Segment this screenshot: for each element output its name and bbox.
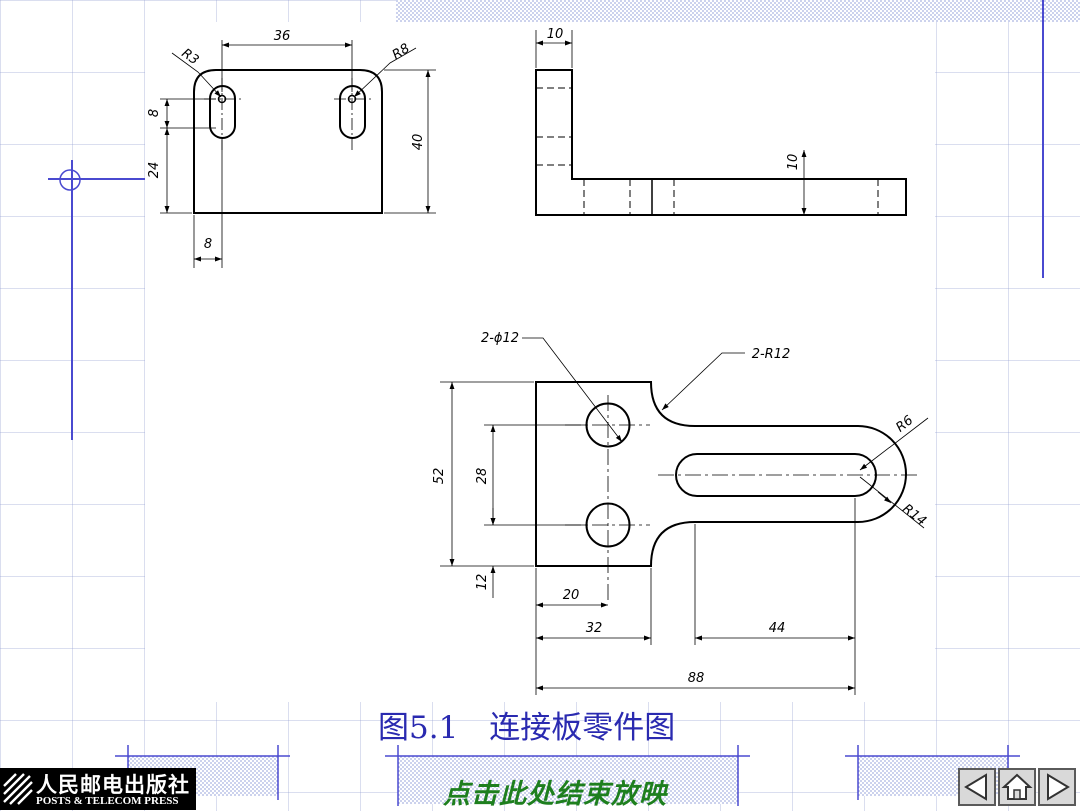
dim-hole-offset: 20 xyxy=(563,588,580,603)
drawing-sheet xyxy=(145,22,935,702)
publisher-logo: 人民邮电出版社 POSTS & TELECOM PRESS xyxy=(0,768,196,810)
dim-neck-offset: 32 xyxy=(586,621,603,636)
dim-slot-bottom: 24 xyxy=(147,162,162,179)
publisher-logo-icon xyxy=(3,773,33,805)
dim-slot-length: 44 xyxy=(769,621,786,636)
dim-total-length: 88 xyxy=(688,671,705,686)
next-slide-button[interactable] xyxy=(1038,768,1076,806)
dim-front-width: 36 xyxy=(274,29,291,44)
side-view: 10 10 xyxy=(535,27,907,216)
previous-slide-icon xyxy=(964,773,987,801)
dim-front-height: 40 xyxy=(411,134,426,151)
dim-slot-top: 8 xyxy=(147,109,162,117)
next-slide-icon xyxy=(1047,773,1070,801)
dim-edge-offset: 12 xyxy=(475,574,490,591)
publisher-name-en: POSTS & TELECOM PRESS xyxy=(36,795,179,807)
dim-left-offset: 8 xyxy=(204,237,212,252)
dim-fillet-callout: 2-R12 xyxy=(752,347,791,362)
figure-caption: 图5.1 连接板零件图 xyxy=(378,710,676,746)
dim-hole-callout: 2-ϕ12 xyxy=(481,331,519,346)
front-view: 36 40 8 24 8 R3 R8 xyxy=(147,29,436,268)
slide-decoration xyxy=(48,0,1080,806)
publisher-name-cn: 人民邮电出版社 xyxy=(36,772,190,797)
end-show-button[interactable]: 点击此处结束放映 xyxy=(443,779,667,810)
dim-base-thickness: 10 xyxy=(786,154,801,171)
dim-plate-thickness: 10 xyxy=(547,27,564,42)
previous-slide-button[interactable] xyxy=(958,768,996,806)
home-icon xyxy=(1001,773,1033,800)
home-button[interactable] xyxy=(998,768,1036,806)
dim-hole-spacing: 28 xyxy=(475,468,490,485)
dim-total-width: 52 xyxy=(432,468,447,485)
